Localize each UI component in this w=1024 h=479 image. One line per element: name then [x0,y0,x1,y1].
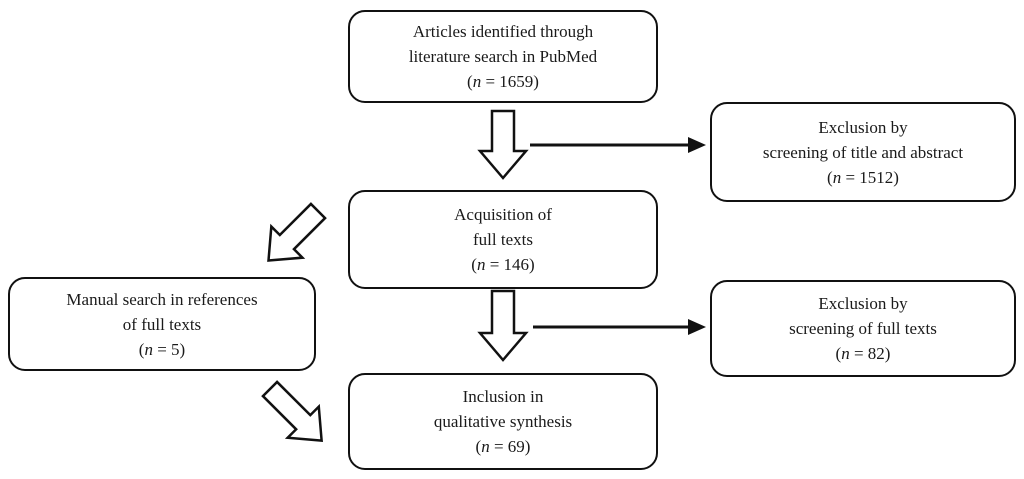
box-count: (n = 82) [836,341,891,366]
count-value: 69 [507,437,525,456]
count-value: 82 [867,344,885,363]
box-count: (n = 146) [471,252,534,277]
box-acquisition-full-texts: Acquisition of full texts (n = 146) [348,190,658,289]
box-line: Articles identified through [412,22,594,41]
count-close-paren: ) [524,437,531,456]
count-value: 5 [171,339,180,359]
box-line: qualitative synthesis [433,412,573,431]
box-count: (n = 69) [476,434,531,459]
count-open-paren: ( [835,344,842,363]
box-line: full texts [473,230,533,249]
box-manual-search-references: Manual search in references of full text… [8,277,316,371]
count-n-symbol: n [144,339,153,359]
count-equals: = [841,167,860,187]
box-articles-identified: Articles identified through literature s… [348,10,658,103]
box-line: literature search in PubMed [408,47,598,66]
count-close-paren: ) [893,167,899,187]
count-n-symbol: n [476,255,486,274]
box-line: Exclusion by [818,294,908,313]
box-count: (n = 5) [139,337,185,362]
down-arrow-acquisition-to-inclusion-icon [477,289,529,362]
diagonal-arrow-manual-search-to-inclusion-icon [261,380,323,442]
count-close-paren: ) [533,72,539,91]
box-exclusion-full-texts: Exclusion by screening of full texts (n … [710,280,1016,377]
count-value: 1512 [859,167,894,187]
count-equals: = [152,339,172,359]
box-line: Exclusion by [818,117,908,137]
count-value: 146 [503,255,530,274]
count-equals: = [489,437,508,456]
diagonal-arrow-acquisition-to-manual-search-icon [267,202,327,262]
count-open-paren: ( [475,437,482,456]
box-line: Inclusion in [462,387,544,406]
count-close-paren: ) [529,255,535,274]
box-line: of full texts [122,314,202,334]
count-close-paren: ) [179,339,186,359]
count-equals: = [485,255,504,274]
count-open-paren: ( [138,339,145,359]
count-value: 1659 [499,72,534,91]
count-equals: = [849,344,868,363]
count-n-symbol: n [832,167,842,187]
down-arrow-identified-to-acquisition-icon [477,109,529,180]
count-open-paren: ( [827,167,833,187]
count-open-paren: ( [471,255,477,274]
box-line: screening of full texts [789,319,937,338]
count-close-paren: ) [884,344,891,363]
box-line: Manual search in references [66,289,258,309]
count-equals: = [481,72,500,91]
count-n-symbol: n [841,344,850,363]
count-n-symbol: n [481,437,490,456]
box-exclusion-title-abstract: Exclusion by screening of title and abst… [710,102,1016,202]
count-n-symbol: n [472,72,482,91]
box-count: (n = 1512) [827,165,899,190]
box-count: (n = 1659) [467,69,539,94]
right-arrow-to-exclusion-title-abstract-icon [530,137,706,153]
count-open-paren: ( [467,72,473,91]
box-line: screening of title and abstract [762,142,964,162]
box-inclusion-qualitative-synthesis: Inclusion in qualitative synthesis (n = … [348,373,658,470]
box-line: Acquisition of [454,205,552,224]
right-arrow-to-exclusion-full-texts-icon [533,319,706,335]
